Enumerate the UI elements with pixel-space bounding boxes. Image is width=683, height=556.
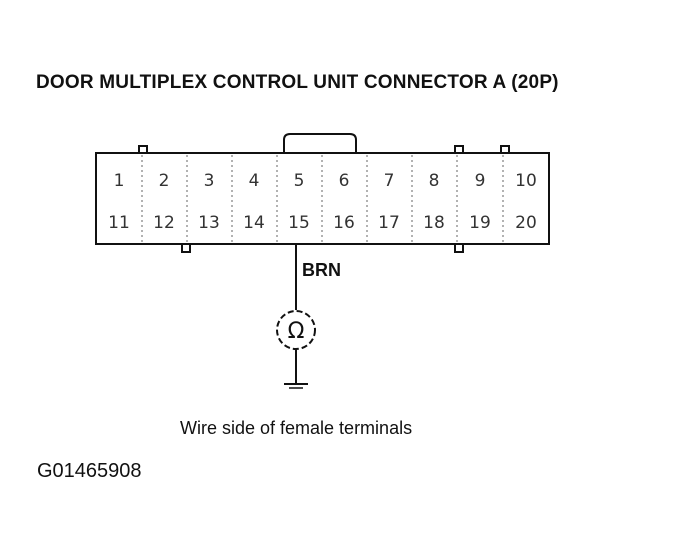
connector-body bbox=[95, 152, 550, 245]
pin-15-label: 15 bbox=[288, 213, 310, 233]
pin-9-label: 9 bbox=[475, 171, 486, 191]
pin-10-label: 10 bbox=[515, 171, 537, 191]
ground-icon bbox=[284, 383, 308, 389]
locating-tab bbox=[500, 145, 510, 154]
pin-1-label: 1 bbox=[114, 171, 125, 191]
pin-11-label: 11 bbox=[108, 213, 130, 233]
figure-id: G01465908 bbox=[37, 460, 142, 482]
diagram-title: DOOR MULTIPLEX CONTROL UNIT CONNECTOR A … bbox=[36, 72, 559, 93]
ohm-symbol: Ω bbox=[288, 319, 305, 344]
locating-tab bbox=[138, 145, 148, 154]
locating-tab bbox=[454, 243, 464, 253]
pin-13-label: 13 bbox=[198, 213, 220, 233]
pin-3-label: 3 bbox=[204, 171, 215, 191]
pin-6-label: 6 bbox=[339, 171, 350, 191]
pin-row-bottom: 11 12 13 14 15 16 17 18 19 20 bbox=[108, 213, 537, 233]
pin-row-top: 1 2 3 4 5 6 7 8 9 10 bbox=[114, 171, 537, 191]
pin-12-label: 12 bbox=[153, 213, 175, 233]
pin-20-label: 20 bbox=[515, 213, 537, 233]
pin-2-label: 2 bbox=[159, 171, 170, 191]
ohmmeter-icon: Ω bbox=[276, 310, 316, 350]
pin-19-label: 19 bbox=[469, 213, 491, 233]
pin-8-label: 8 bbox=[429, 171, 440, 191]
wire-color-label: BRN bbox=[302, 260, 341, 280]
pin-17-label: 17 bbox=[378, 213, 400, 233]
connector-latch bbox=[283, 133, 357, 153]
diagram-caption: Wire side of female terminals bbox=[180, 418, 413, 438]
pin-16-label: 16 bbox=[333, 213, 355, 233]
pin-4-label: 4 bbox=[249, 171, 260, 191]
pin-18-label: 18 bbox=[423, 213, 445, 233]
locating-tab bbox=[454, 145, 464, 154]
pin-14-label: 14 bbox=[243, 213, 265, 233]
locating-tab bbox=[181, 243, 191, 253]
pin-5-label: 5 bbox=[294, 171, 305, 191]
pin-7-label: 7 bbox=[384, 171, 395, 191]
